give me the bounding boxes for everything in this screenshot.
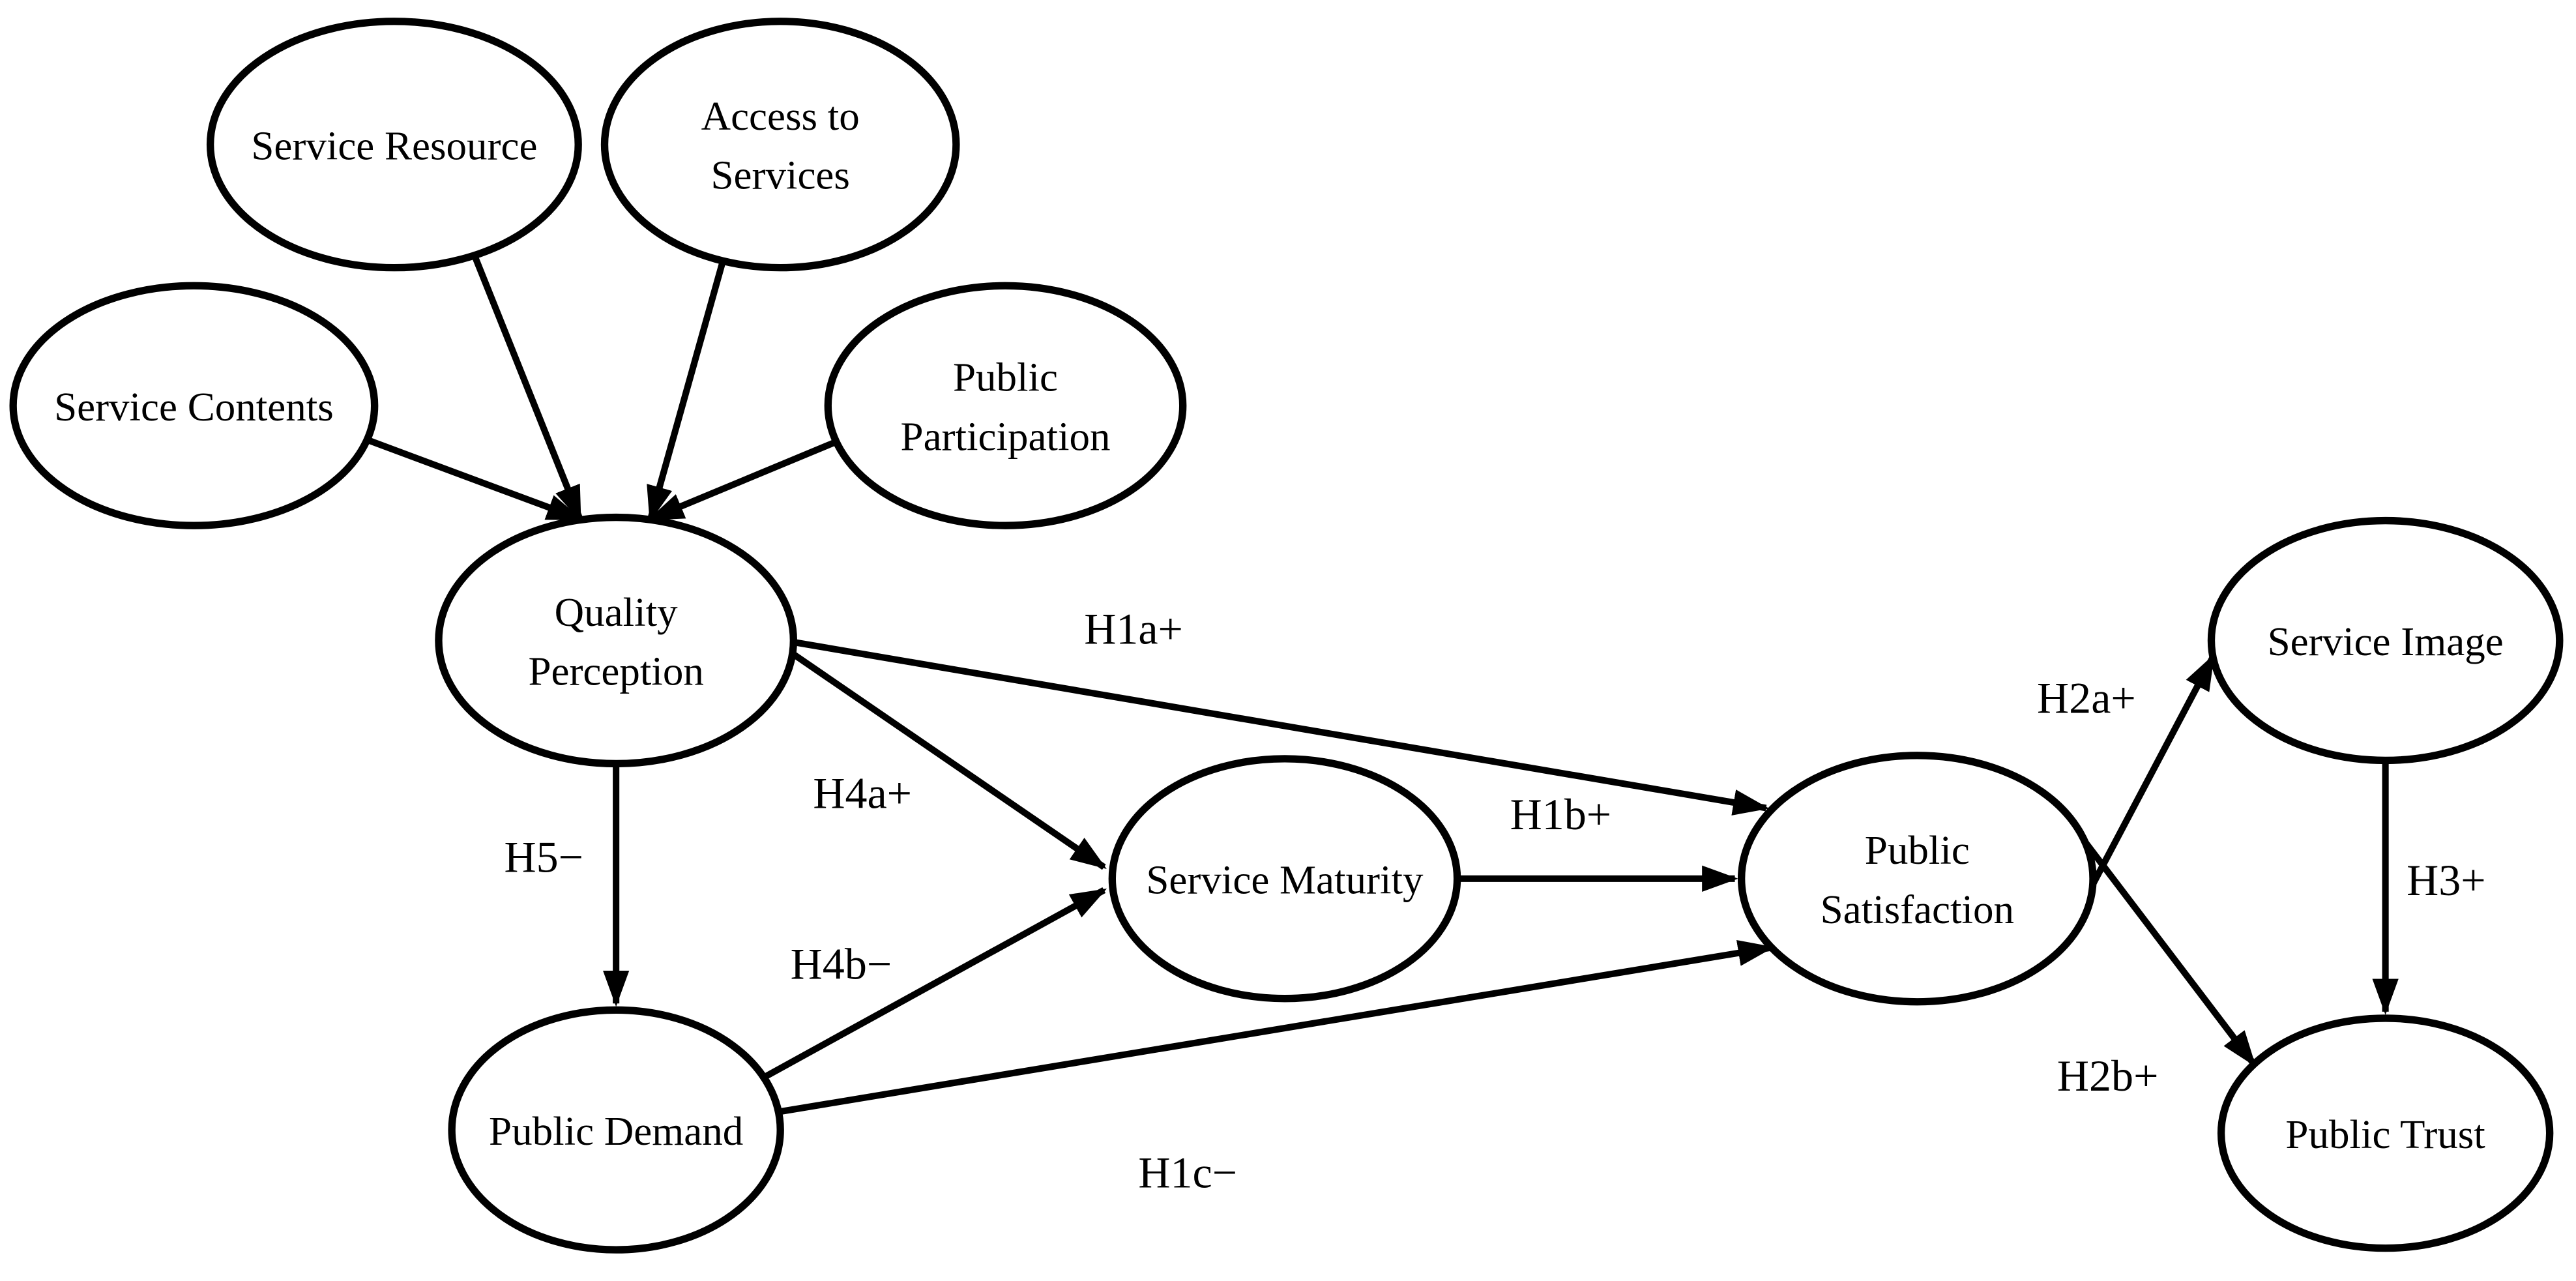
quality-perception-ellipse bbox=[435, 513, 798, 768]
service-image-ellipse bbox=[2207, 516, 2564, 765]
service-contents-label: Service Contents bbox=[54, 384, 334, 430]
edge-service-contents-to-quality-perception bbox=[366, 437, 583, 522]
edge-access-to-services-to-quality-perception bbox=[647, 260, 726, 522]
service-resource-ellipse bbox=[206, 18, 582, 272]
node-public-trust: Public Trust bbox=[2217, 1014, 2554, 1252]
edge-label-h2b: H2b+ bbox=[2057, 1051, 2159, 1100]
public-satisfaction-ellipse bbox=[1737, 752, 2097, 1006]
edge-h1c-arrow bbox=[778, 939, 1774, 1115]
node-service-contents: Service Contents bbox=[9, 282, 379, 529]
public-trust-label: Public Trust bbox=[2285, 1112, 2485, 1157]
node-service-maturity: Service Maturity bbox=[1108, 755, 1461, 1003]
edge-public-participation-to-quality-perception bbox=[647, 439, 838, 522]
edge-label-h2a: H2a+ bbox=[2037, 673, 2136, 722]
node-service-resource: Service Resource bbox=[206, 18, 582, 272]
edge-h4a-arrow bbox=[788, 649, 1107, 870]
edge-service-resource-to-quality-perception bbox=[471, 255, 583, 522]
edge-h1a-arrow bbox=[793, 639, 1770, 816]
edge-group-formative bbox=[366, 255, 838, 522]
edge-label-h3: H3+ bbox=[2407, 855, 2486, 905]
edge-label-h1c: H1c− bbox=[1138, 1147, 1237, 1197]
edge-labels: H1a+ H1b+ H1c− H2a+ H2b+ H3+ H4a+ H4b− H… bbox=[504, 604, 2485, 1198]
edge-label-h1a: H1a+ bbox=[1084, 604, 1183, 654]
service-image-label: Service Image bbox=[2268, 619, 2504, 664]
service-contents-ellipse bbox=[9, 282, 379, 529]
service-resource-label: Service Resource bbox=[251, 123, 537, 168]
edge-label-h4b: H4b− bbox=[791, 939, 892, 988]
public-trust-ellipse bbox=[2217, 1014, 2554, 1252]
node-public-demand: Public Demand bbox=[448, 1006, 784, 1254]
public-demand-label: Public Demand bbox=[489, 1108, 743, 1154]
access-to-services-ellipse bbox=[600, 18, 960, 272]
edge-h4b-arrow bbox=[762, 887, 1107, 1081]
edge-label-h4a: H4a+ bbox=[813, 768, 912, 817]
public-demand-ellipse bbox=[448, 1006, 784, 1254]
node-service-image: Service Image bbox=[2207, 516, 2564, 765]
edge-label-h1b: H1b+ bbox=[1510, 789, 1612, 839]
edge-label-h5: H5− bbox=[504, 832, 583, 882]
service-maturity-ellipse bbox=[1108, 755, 1461, 1003]
public-participation-ellipse bbox=[824, 282, 1187, 529]
service-maturity-label: Service Maturity bbox=[1146, 857, 1424, 902]
